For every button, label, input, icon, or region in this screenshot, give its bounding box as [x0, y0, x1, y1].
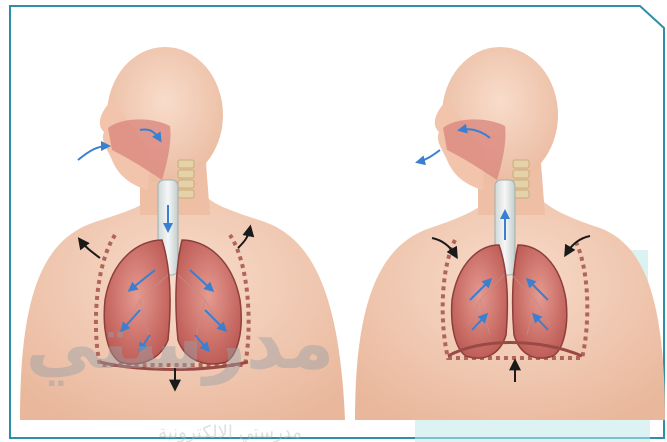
watermark-text: مدرستي: [25, 300, 334, 386]
watermark: مدرستي مدرستي الالكترونية: [25, 300, 334, 442]
watermark-subtext: مدرستي الالكترونية: [158, 422, 302, 442]
panel-exhalation: [355, 47, 665, 420]
